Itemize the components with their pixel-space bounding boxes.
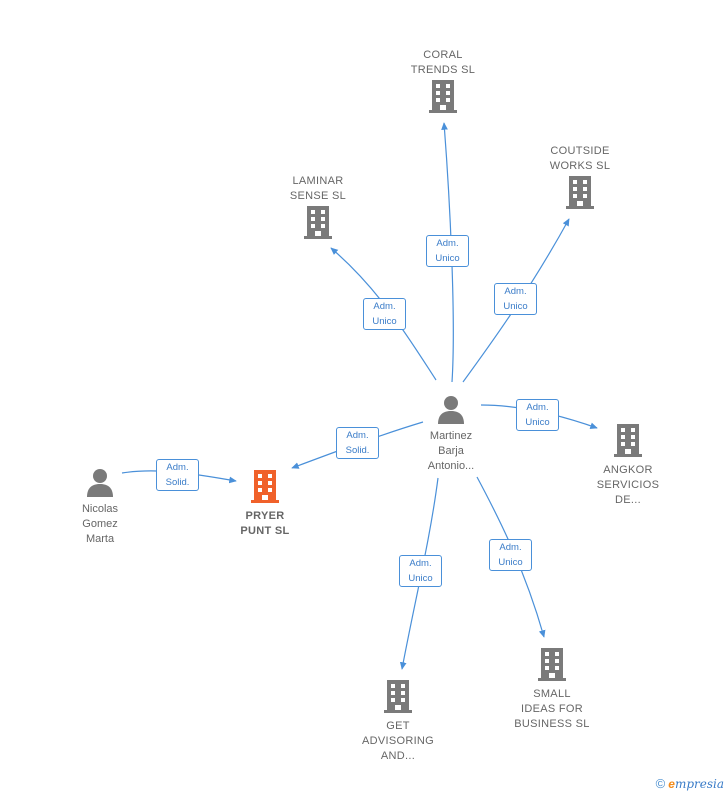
edge-badge-coral: Adm. Unico [426,235,469,267]
company-node-small-ideas[interactable]: SMALL IDEAS FOR BUSINESS SL [500,646,604,732]
edge-badge-pryer: Adm. Solid. [336,427,379,459]
building-icon [537,646,567,687]
company-label: GET ADVISORING AND... [361,720,435,762]
brand-initial: e [668,777,675,791]
company-node-get-advisoring[interactable]: GET ADVISORING AND... [348,678,448,764]
edge-badge-get: Adm. Unico [399,555,442,587]
edge-badge-coutside: Adm. Unico [494,283,537,315]
company-node-coutside-works[interactable]: COUTSIDE WORKS SL [530,144,630,215]
brand-name: mpresia [674,777,724,791]
person-icon [85,467,115,502]
building-icon [428,78,458,119]
building-icon [303,204,333,245]
company-label: LAMINAR SENSE SL [289,175,347,202]
company-node-pryer-punt[interactable]: PRYER PUNT SL [215,468,315,539]
person-label: Nicolas Gomez Marta [81,503,119,545]
edge-badge-angkor: Adm. Unico [516,399,559,431]
company-label: ANGKOR SERVICIOS DE... [596,464,660,506]
building-icon [250,468,280,509]
person-node-martinez-barja[interactable]: Martinez Barja Antonio... [406,394,496,474]
edge-badge-laminar: Adm. Unico [363,298,406,330]
building-icon [613,422,643,463]
person-label: Martinez Barja Antonio... [427,430,475,472]
copyright-icon: © [655,776,666,791]
building-icon [383,678,413,719]
company-node-laminar-sense[interactable]: LAMINAR SENSE SL [270,174,366,245]
person-icon [436,394,466,429]
person-node-nicolas-gomez[interactable]: Nicolas Gomez Marta [60,467,140,547]
company-label: CORAL TRENDS SL [410,49,476,76]
building-icon [565,174,595,215]
edge-badge-nicolas: Adm. Solid. [156,459,199,491]
company-label: COUTSIDE WORKS SL [549,145,611,172]
edge-badge-small: Adm. Unico [489,539,532,571]
company-label: SMALL IDEAS FOR BUSINESS SL [514,688,590,730]
company-label: PRYER PUNT SL [240,510,290,537]
company-node-coral-trends[interactable]: CORAL TRENDS SL [393,48,493,119]
empresia-logo[interactable]: ©empresia [656,776,724,791]
company-node-angkor[interactable]: ANGKOR SERVICIOS DE... [580,422,676,508]
